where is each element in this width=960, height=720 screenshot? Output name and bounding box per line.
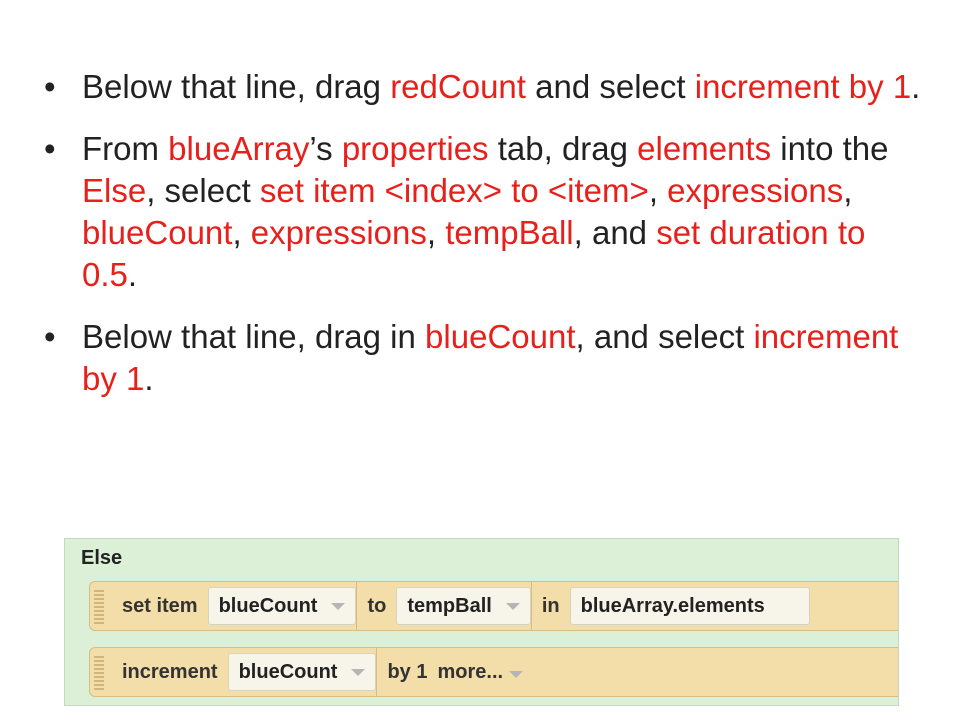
item-value: tempBall bbox=[407, 594, 492, 617]
chevron-down-icon bbox=[351, 668, 366, 676]
bullet-text: , and bbox=[573, 214, 657, 251]
instruction-bullet-1: Below that line, drag redCount and selec… bbox=[44, 66, 924, 108]
bullet-highlight: blueCount bbox=[82, 214, 233, 251]
chevron-down-icon bbox=[331, 602, 346, 610]
array-value: blueArray.elements bbox=[580, 594, 765, 617]
divider bbox=[530, 581, 532, 631]
bullet-text: into the bbox=[771, 130, 889, 167]
bullet-highlight: set item <index> to <item> bbox=[259, 172, 649, 209]
else-label: Else bbox=[81, 547, 123, 569]
index-value: blueCount bbox=[218, 594, 318, 617]
bullet-highlight: tempBall bbox=[445, 214, 574, 251]
bullet-highlight: expressions bbox=[667, 172, 844, 209]
set-item-label: set item bbox=[122, 594, 198, 617]
by-label: by 1 bbox=[387, 660, 428, 683]
else-block-screenshot: Else set item blueCount to tempBall in b… bbox=[64, 538, 899, 706]
chevron-down-icon bbox=[509, 670, 524, 678]
bullet-highlight: properties bbox=[341, 130, 489, 167]
bullet-text: and select bbox=[525, 68, 695, 105]
bullet-text: tab, drag bbox=[488, 130, 638, 167]
bullet-highlight: Else bbox=[82, 172, 147, 209]
bullet-highlight: increment by 1 bbox=[82, 318, 899, 397]
chevron-down-icon bbox=[505, 602, 520, 610]
more-button[interactable]: more... bbox=[434, 661, 534, 684]
variable-value: blueCount bbox=[238, 660, 338, 683]
bullet-text: . bbox=[911, 68, 921, 105]
bullet-text: , bbox=[648, 172, 668, 209]
bullet-text: , select bbox=[146, 172, 260, 209]
increment-label: increment bbox=[122, 660, 218, 683]
bullet-text: , bbox=[232, 214, 251, 251]
bullet-highlight: increment by 1 bbox=[694, 68, 912, 105]
in-label: in bbox=[541, 594, 560, 617]
array-dropdown[interactable]: blueArray.elements bbox=[569, 587, 810, 625]
divider bbox=[376, 647, 378, 697]
to-label: to bbox=[367, 594, 387, 617]
instruction-bullet-2: From blueArray’s properties tab, drag el… bbox=[44, 128, 924, 296]
bullet-text: . bbox=[127, 256, 138, 293]
bullet-text: Below that line, drag in bbox=[82, 318, 426, 355]
more-label: more... bbox=[437, 660, 504, 683]
bullet-highlight: blueCount bbox=[425, 318, 576, 355]
bullet-highlight: redCount bbox=[390, 68, 526, 105]
bullet-highlight: expressions bbox=[250, 214, 427, 251]
instruction-bullet-3: Below that line, drag in blueCount, and … bbox=[44, 316, 924, 400]
set-item-block[interactable]: set item blueCount to tempBall in blueAr… bbox=[89, 581, 898, 631]
divider bbox=[356, 581, 358, 631]
bullet-highlight: elements bbox=[637, 130, 772, 167]
index-dropdown[interactable]: blueCount bbox=[207, 587, 357, 625]
bullet-highlight: set duration to 0.5 bbox=[82, 214, 866, 293]
bullet-text: ’s bbox=[309, 130, 342, 167]
increment-block[interactable]: increment blueCount by 1 more... bbox=[89, 647, 898, 697]
bullet-highlight: blueArray bbox=[168, 130, 310, 167]
bullet-text: From bbox=[82, 130, 169, 167]
drag-grip-icon[interactable] bbox=[94, 588, 104, 624]
instruction-list: Below that line, drag redCount and selec… bbox=[44, 66, 924, 420]
bullet-text: Below that line, drag bbox=[82, 68, 391, 105]
bullet-text: . bbox=[144, 360, 154, 397]
bullet-text: , bbox=[426, 214, 446, 251]
item-dropdown[interactable]: tempBall bbox=[396, 587, 531, 625]
variable-dropdown[interactable]: blueCount bbox=[227, 653, 377, 691]
bullet-text: , bbox=[843, 172, 853, 209]
bullet-text: , and select bbox=[575, 318, 754, 355]
drag-grip-icon[interactable] bbox=[94, 654, 104, 690]
